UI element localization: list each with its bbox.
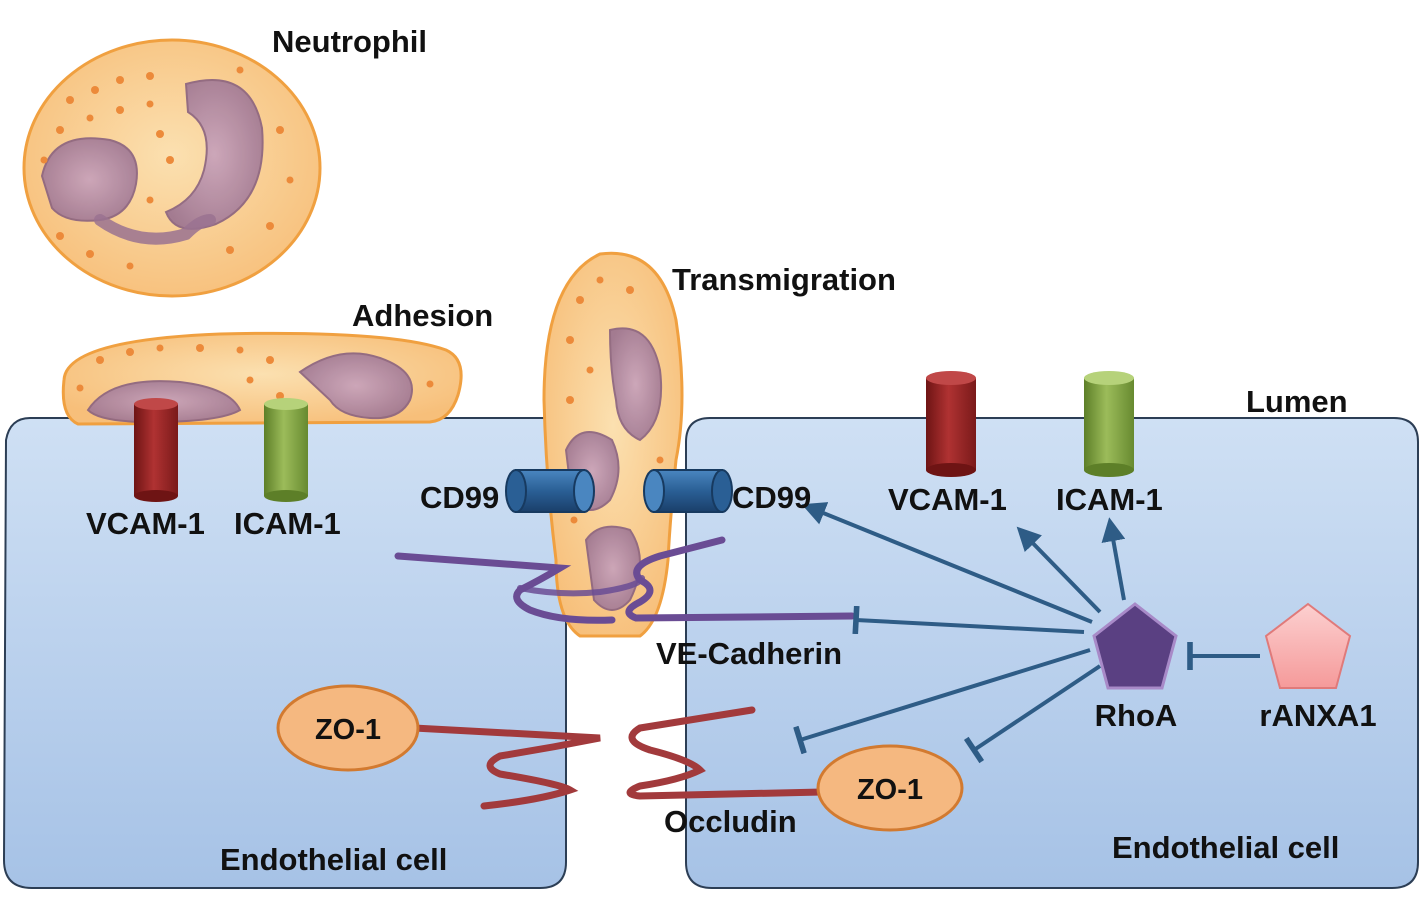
label-occludin: Occludin: [664, 804, 797, 839]
ranxa1-pentagon: [1264, 602, 1352, 689]
ve-cadherin-strand-mid: [517, 575, 645, 597]
neutrophil-free: [22, 38, 322, 298]
label-cd99-left: CD99: [420, 480, 499, 515]
label-ve-cadherin: VE-Cadherin: [656, 636, 842, 671]
cd99-right: [643, 469, 733, 513]
label-endothelial-cell-left: Endothelial cell: [220, 842, 447, 877]
vcam1-receptor-right: [926, 371, 976, 477]
label-vcam1-left: VCAM-1: [86, 506, 205, 541]
occludin-strand-left: [410, 724, 601, 810]
occludin-strand-right: [626, 706, 826, 800]
label-icam1-right: ICAM-1: [1056, 482, 1163, 517]
label-ranxa1: rANXA1: [1259, 698, 1376, 733]
label-icam1-left: ICAM-1: [234, 506, 341, 541]
inhibit-rhoa-to-ve-cadherin: [852, 605, 1085, 635]
label-lumen: Lumen: [1246, 384, 1348, 419]
neutrophil-transmigration: [542, 251, 684, 638]
icam1-receptor-right: [1084, 371, 1134, 477]
arrow-rhoa-to-cd99: [801, 502, 1093, 624]
zo1-oval-left: [276, 684, 420, 772]
inhibit-rhoa-to-occludin: [793, 648, 1091, 755]
rhoa-pentagon: [1092, 602, 1178, 690]
ve-cadherin-strand-left: [394, 552, 616, 624]
label-rhoa: RhoA: [1095, 698, 1178, 733]
arrow-rhoa-to-vcam1: [1016, 526, 1102, 614]
vcam1-receptor-left: [134, 398, 178, 502]
arrow-rhoa-to-icam1: [1101, 517, 1126, 601]
label-vcam1-right: VCAM-1: [888, 482, 1007, 517]
zo1-oval-right: [816, 744, 964, 832]
ve-cadherin-strand-right: [625, 536, 856, 622]
label-adhesion: Adhesion: [352, 298, 493, 333]
label-endothelial-cell-right: Endothelial cell: [1112, 830, 1339, 865]
cd99-left: [505, 469, 595, 513]
neutrophil-adhesion: [61, 331, 463, 426]
label-cd99-right: CD99: [732, 480, 811, 515]
label-zo1-left: ZO-1: [315, 714, 381, 746]
label-transmigration: Transmigration: [672, 262, 896, 297]
inhibit-rhoa-to-zo1: [963, 664, 1102, 764]
label-neutrophil: Neutrophil: [272, 24, 427, 59]
icam1-receptor-left: [264, 398, 308, 502]
label-zo1-right: ZO-1: [857, 774, 923, 806]
